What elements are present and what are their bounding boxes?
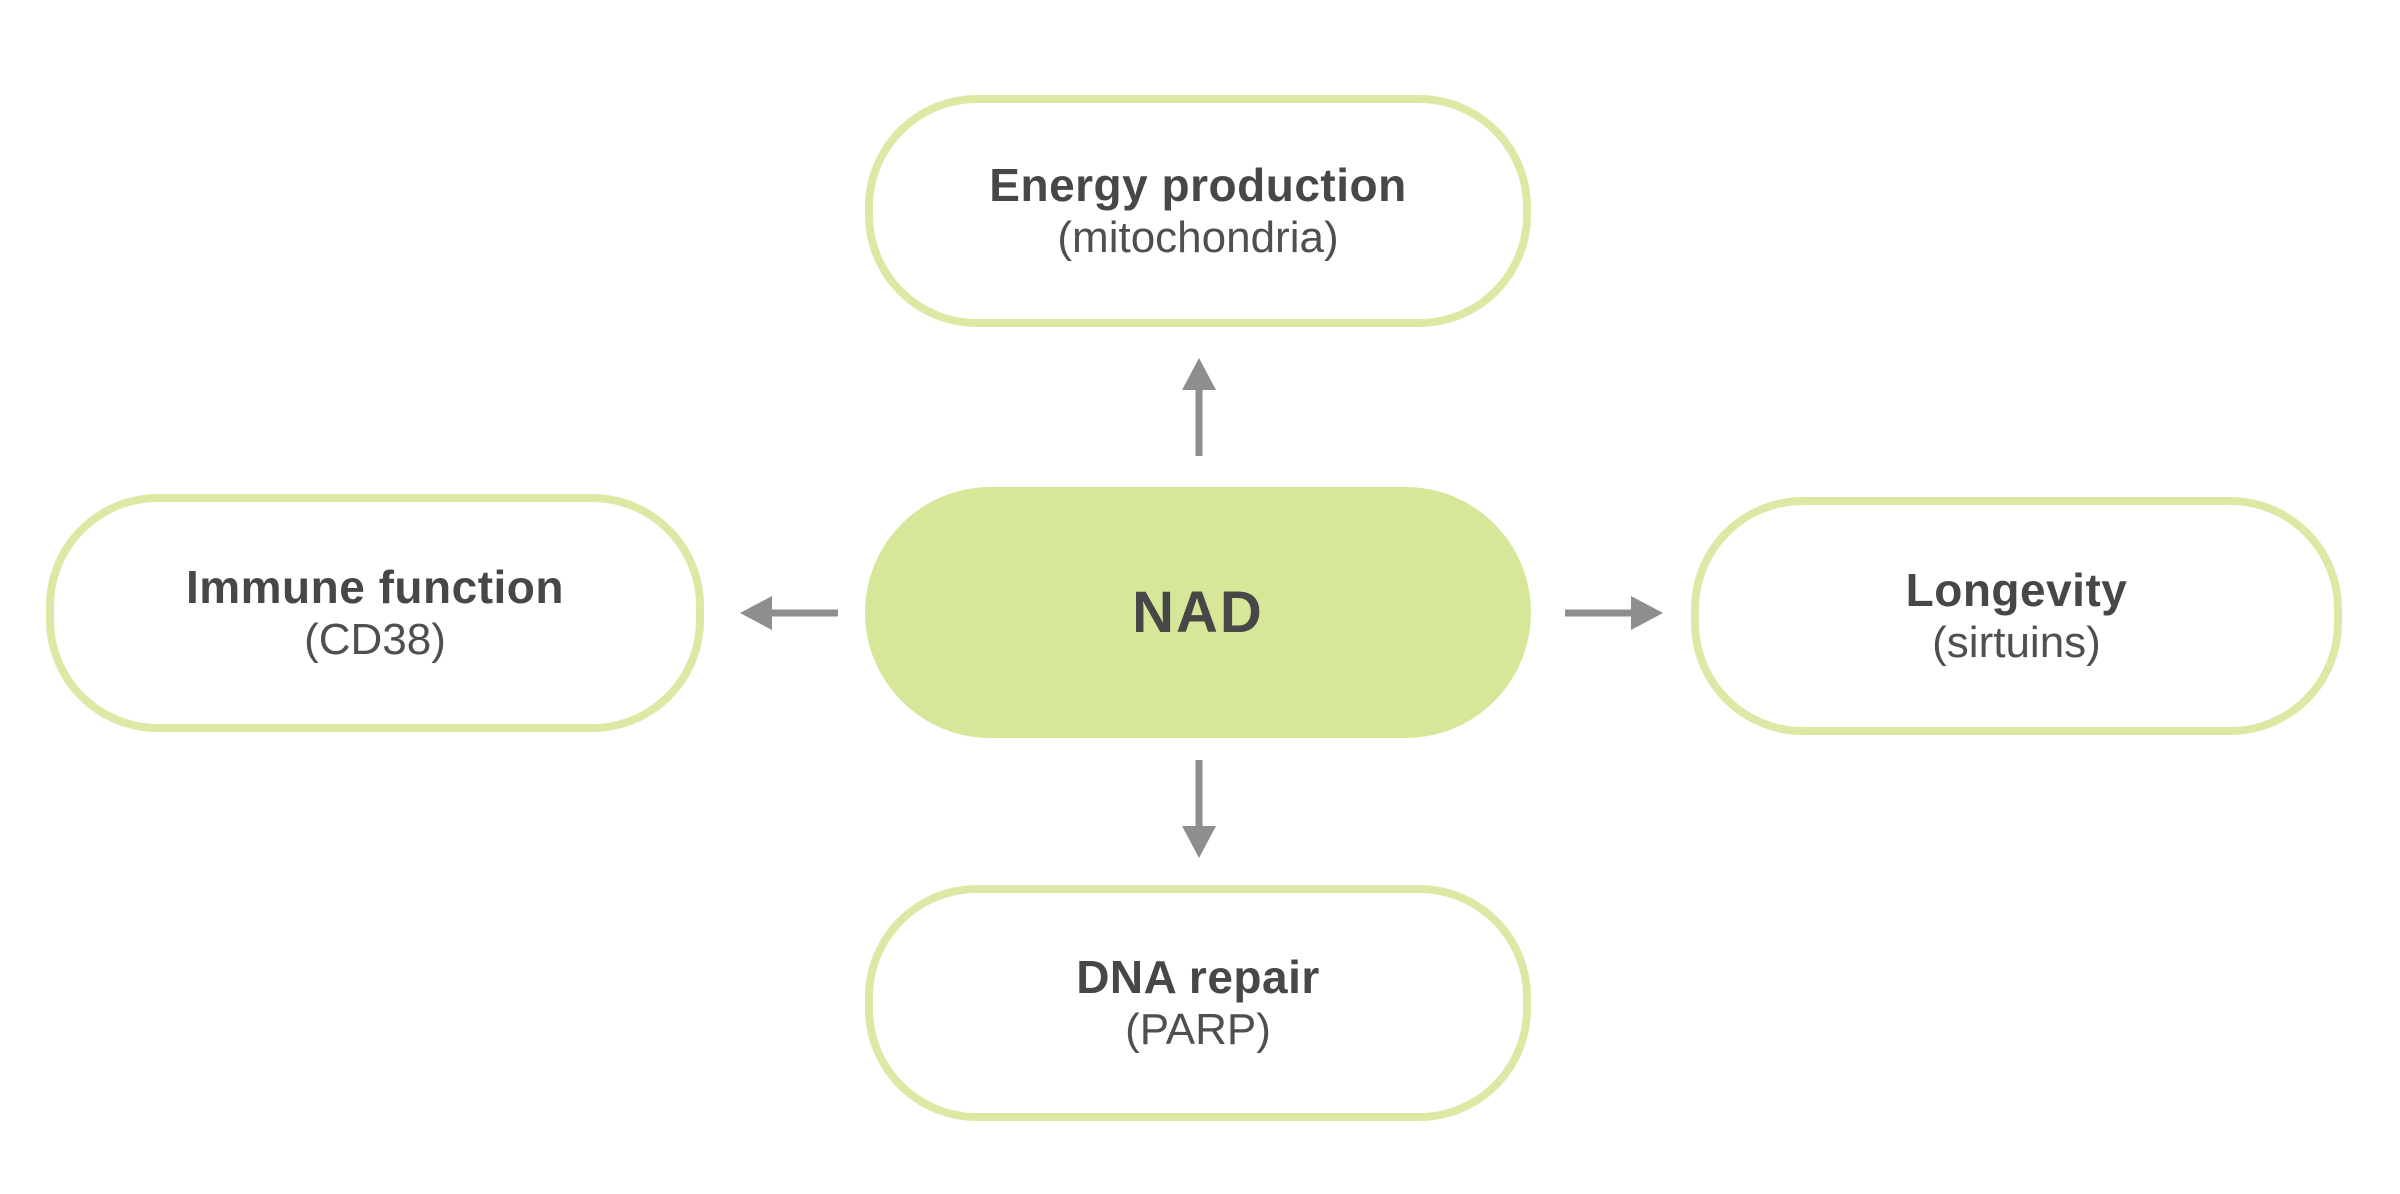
node-longevity: Longevity (sirtuins) [1691, 497, 2342, 735]
node-energy-production: Energy production (mitochondria) [865, 95, 1531, 327]
node-longevity-label: Longevity [1905, 563, 2128, 616]
node-nad-center: NAD [865, 487, 1531, 738]
node-energy-production-sublabel: (mitochondria) [1057, 213, 1339, 263]
node-immune-function-sublabel: (CD38) [304, 615, 446, 665]
node-immune-function-label: Immune function [185, 560, 565, 613]
arrow-down-icon [1182, 760, 1216, 858]
node-dna-repair: DNA repair (PARP) [865, 885, 1531, 1121]
node-longevity-sublabel: (sirtuins) [1932, 618, 2101, 668]
arrow-up-icon [1182, 358, 1216, 456]
arrow-right-icon [1565, 596, 1663, 630]
node-dna-repair-label: DNA repair [1076, 950, 1320, 1003]
arrow-left-icon [740, 596, 838, 630]
node-immune-function: Immune function (CD38) [46, 494, 704, 732]
node-dna-repair-sublabel: (PARP) [1125, 1005, 1271, 1055]
node-energy-production-label: Energy production [989, 158, 1407, 211]
node-nad-label: NAD [1132, 580, 1264, 645]
